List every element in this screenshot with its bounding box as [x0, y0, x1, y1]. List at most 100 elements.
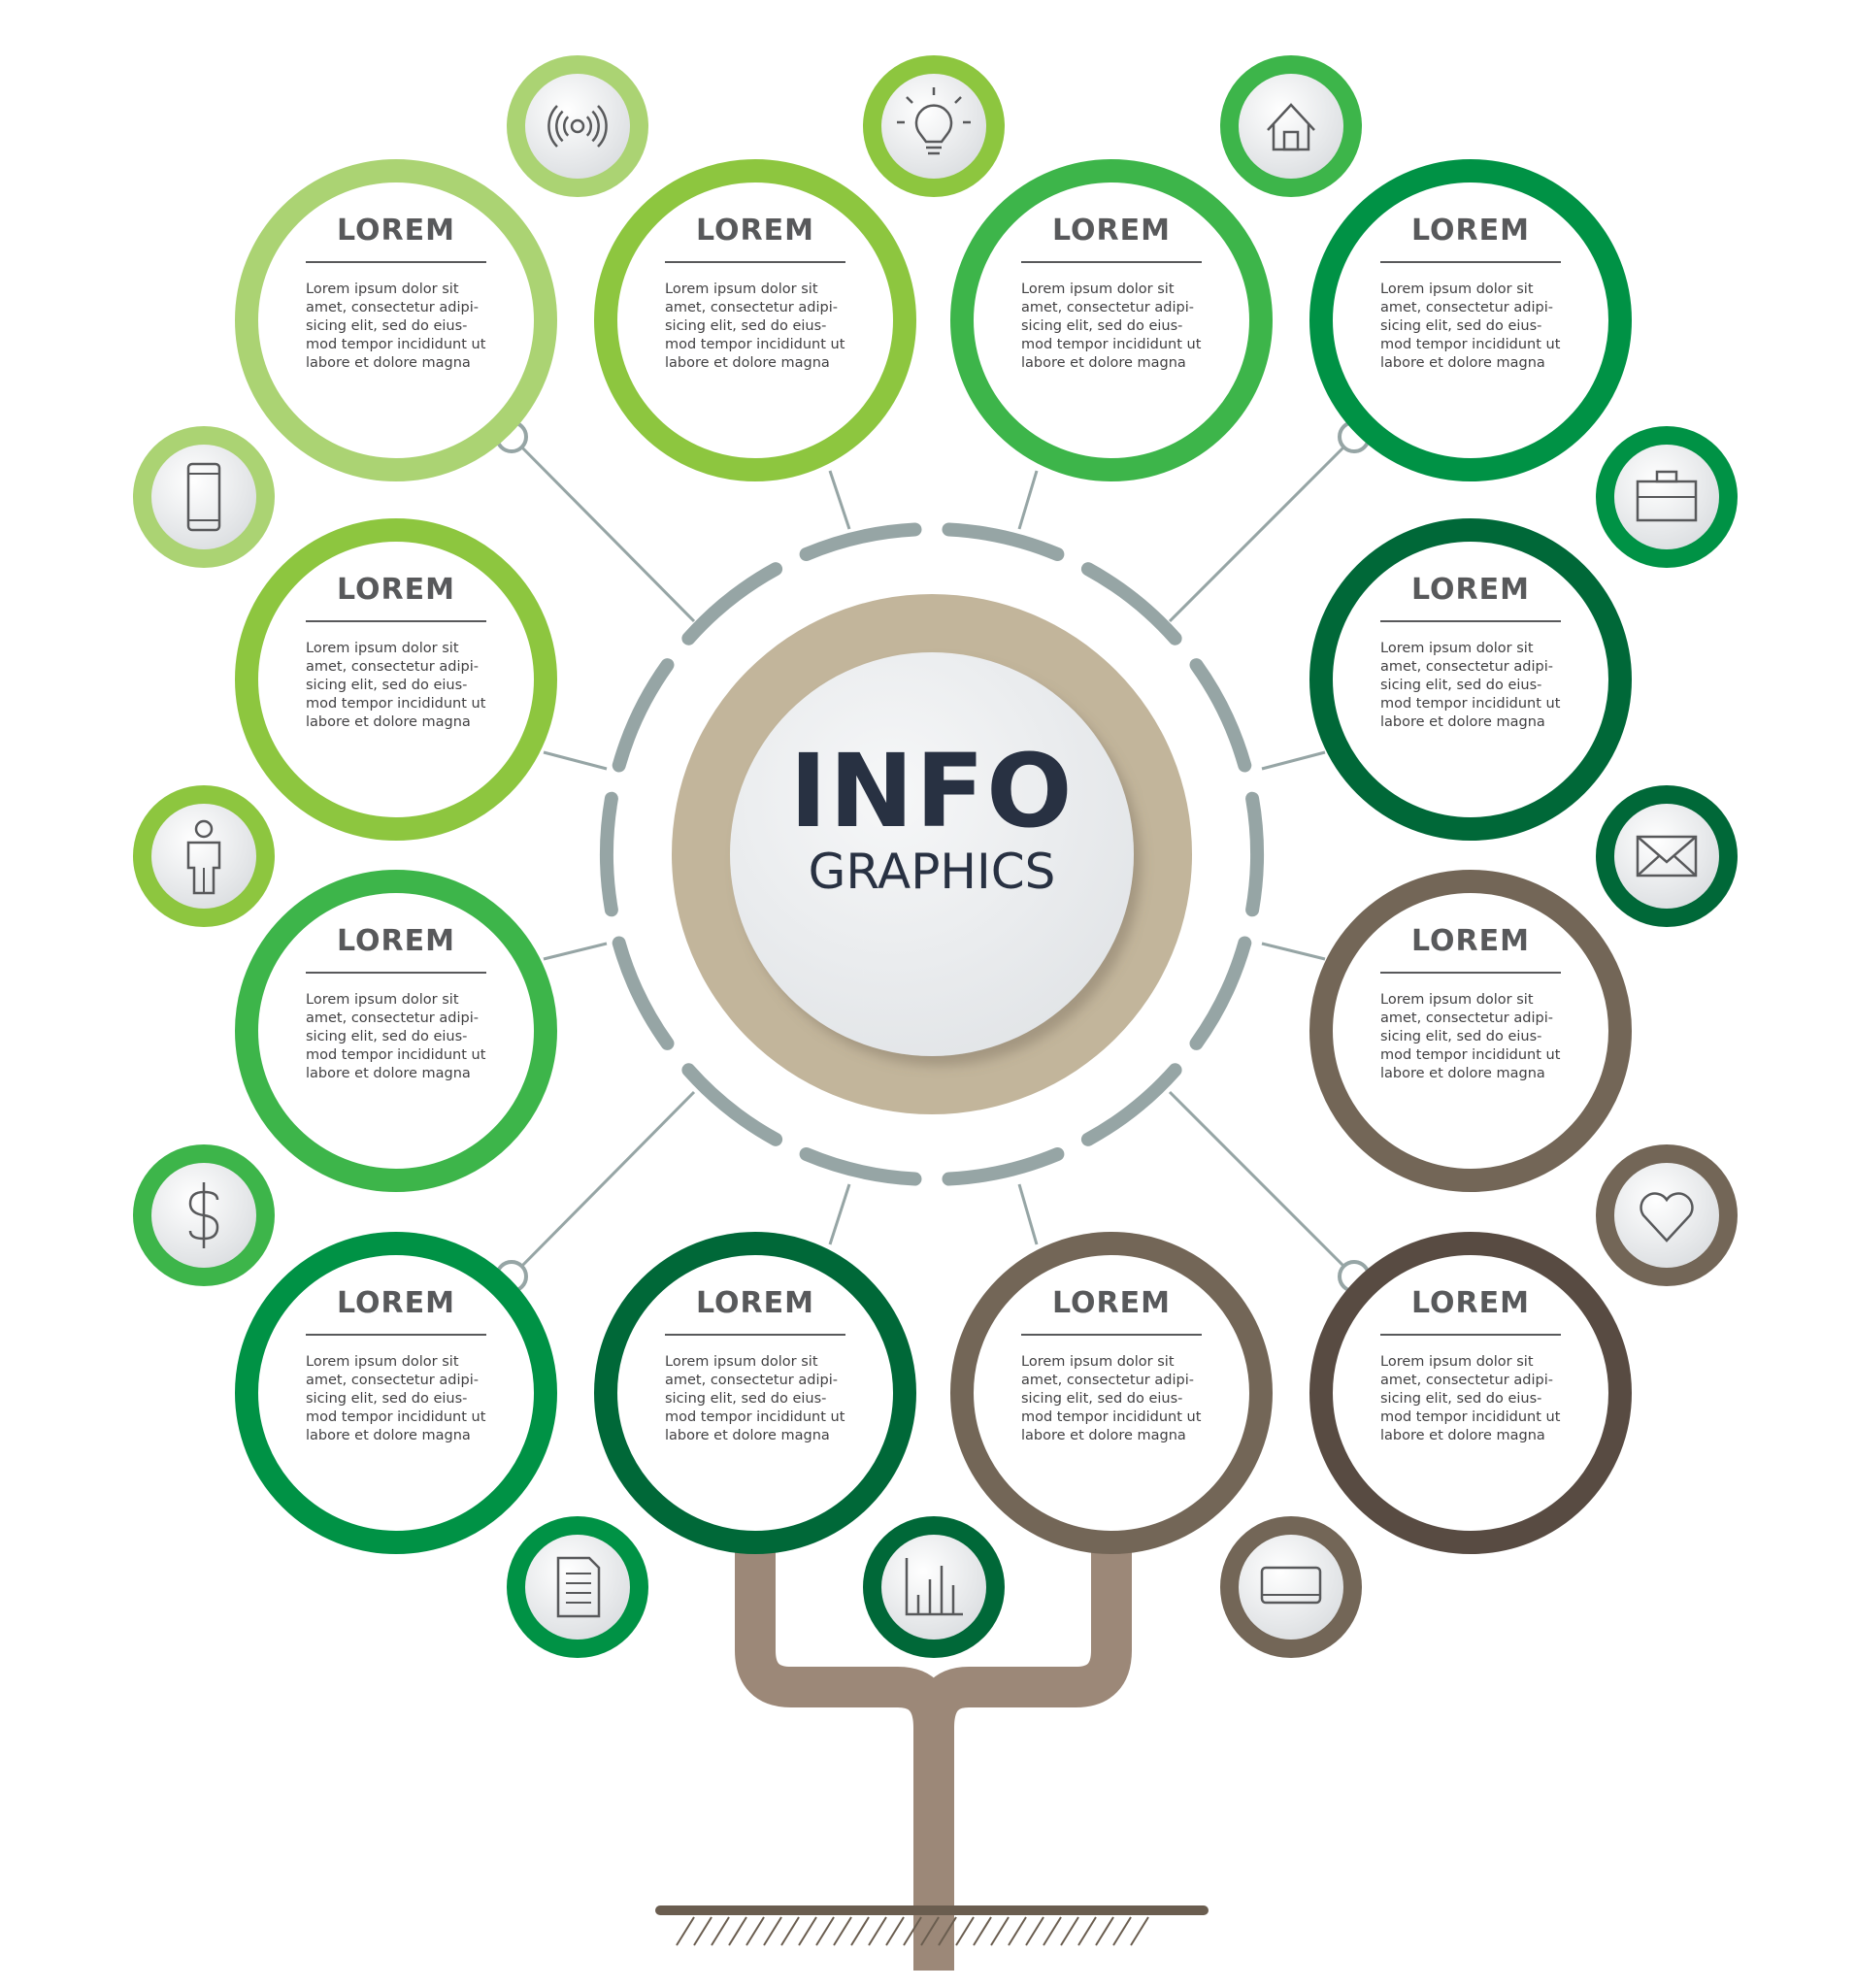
- node-body-line: mod tempor incididunt ut: [306, 696, 486, 712]
- ground-hatch: [1095, 1916, 1114, 1946]
- node-body-line: mod tempor incididunt ut: [665, 1409, 845, 1425]
- ground-hatch: [711, 1916, 730, 1946]
- node-body-line: amet, consectetur adipi-: [1380, 659, 1553, 675]
- ring-segment: [1189, 658, 1252, 773]
- node-body-line: Lorem ipsum dolor sit: [306, 992, 459, 1008]
- node-title-rule: [1021, 1334, 1202, 1336]
- ground-hatch: [850, 1916, 870, 1946]
- node-body-line: Lorem ipsum dolor sit: [1380, 641, 1534, 656]
- ground-hatch: [955, 1916, 975, 1946]
- node-body-line: amet, consectetur adipi-: [1021, 300, 1194, 315]
- node-ring: [1309, 1232, 1632, 1554]
- bar-chart-icon: [905, 1558, 963, 1616]
- icon-badge: [1596, 426, 1738, 568]
- ring-segment: [942, 1147, 1065, 1186]
- node-body-line: labore et dolore magna: [665, 1428, 830, 1443]
- center-hub: [672, 594, 1192, 1114]
- trunk-right-branch: [913, 1543, 1132, 1729]
- icon-badges: [133, 55, 1738, 1658]
- connector-line: [1017, 1183, 1039, 1245]
- connector-line: [543, 750, 608, 771]
- connector-line: [510, 1090, 696, 1278]
- node-ring: [235, 518, 557, 841]
- node-title: LOREM: [1411, 573, 1530, 607]
- ground-hatch: [815, 1916, 835, 1946]
- node-title: LOREM: [1052, 1286, 1171, 1320]
- node-body: Lorem ipsum dolor sit amet, consectetur a…: [1380, 991, 1561, 1083]
- node-body-line: amet, consectetur adipi-: [306, 1011, 479, 1026]
- node-card: LOREM Lorem ipsum dolor sit amet, consecte…: [1325, 534, 1616, 825]
- ground-hatch: [745, 1916, 765, 1946]
- tree-trunk: [655, 1543, 1209, 1971]
- node-body-line: Lorem ipsum dolor sit: [306, 641, 459, 656]
- node-body-line: Lorem ipsum dolor sit: [1380, 1354, 1534, 1370]
- connector-line: [543, 942, 608, 961]
- connector-line: [1168, 1090, 1356, 1278]
- node-ring: [1309, 518, 1632, 841]
- node-ring: [594, 159, 916, 481]
- ground-hatch: [1043, 1916, 1062, 1946]
- home-icon: [1267, 103, 1315, 151]
- ring-segment: [1189, 936, 1252, 1050]
- node-body-line: labore et dolore magna: [1380, 714, 1545, 730]
- node-ring: [235, 1232, 557, 1554]
- node-body-line: mod tempor incididunt ut: [306, 337, 486, 352]
- person-icon: [186, 819, 221, 895]
- node-body-line: sicing elit, sed do eius-: [306, 678, 468, 693]
- ground-hatch: [920, 1916, 940, 1946]
- connector-line: [1261, 942, 1326, 961]
- ring-segment: [799, 522, 922, 561]
- node-body-line: amet, consectetur adipi-: [1380, 1011, 1553, 1026]
- ground-hatch: [1008, 1916, 1027, 1946]
- node-body-line: labore et dolore magna: [1380, 1428, 1545, 1443]
- node-body-line: labore et dolore magna: [306, 714, 471, 730]
- node-body-line: Lorem ipsum dolor sit: [1380, 992, 1534, 1008]
- connector-line: [828, 1183, 851, 1245]
- node-title-rule: [665, 261, 845, 263]
- ground-hatch: [973, 1916, 992, 1946]
- icon-badge: [1596, 785, 1738, 927]
- node-body-line: labore et dolore magna: [1380, 355, 1545, 371]
- ground-hatch: [1025, 1916, 1044, 1946]
- node-title-rule: [1380, 620, 1561, 622]
- node-body-line: labore et dolore magna: [306, 355, 471, 371]
- node-ring: [1309, 870, 1632, 1192]
- icon-badge: [133, 785, 275, 927]
- ground-hatch: [1112, 1916, 1132, 1946]
- document-icon: [556, 1556, 601, 1618]
- node-body-line: amet, consectetur adipi-: [306, 1373, 479, 1388]
- icon-badge: [133, 1144, 275, 1286]
- node-body-line: mod tempor incididunt ut: [1380, 1047, 1561, 1063]
- node-body-line: sicing elit, sed do eius-: [1380, 1029, 1542, 1044]
- ground-hatch: [938, 1916, 957, 1946]
- node-body-line: labore et dolore magna: [665, 355, 830, 371]
- ground-hatch: [1077, 1916, 1097, 1946]
- node-ring: [594, 1232, 916, 1554]
- ground-hatch: [693, 1916, 712, 1946]
- ground-hatch: [885, 1916, 905, 1946]
- node-body-line: sicing elit, sed do eius-: [306, 1391, 468, 1407]
- node-body-line: Lorem ipsum dolor sit: [665, 282, 818, 297]
- node-body-line: sicing elit, sed do eius-: [1380, 318, 1542, 334]
- node-body: Lorem ipsum dolor sit amet, consectetur a…: [1380, 640, 1561, 732]
- ground-hatch: [728, 1916, 747, 1946]
- node-title-rule: [1380, 972, 1561, 974]
- wifi-icon: [547, 105, 608, 148]
- ring-segment: [681, 562, 783, 646]
- node-body-line: labore et dolore magna: [1021, 1428, 1186, 1443]
- node-title: LOREM: [1052, 214, 1171, 248]
